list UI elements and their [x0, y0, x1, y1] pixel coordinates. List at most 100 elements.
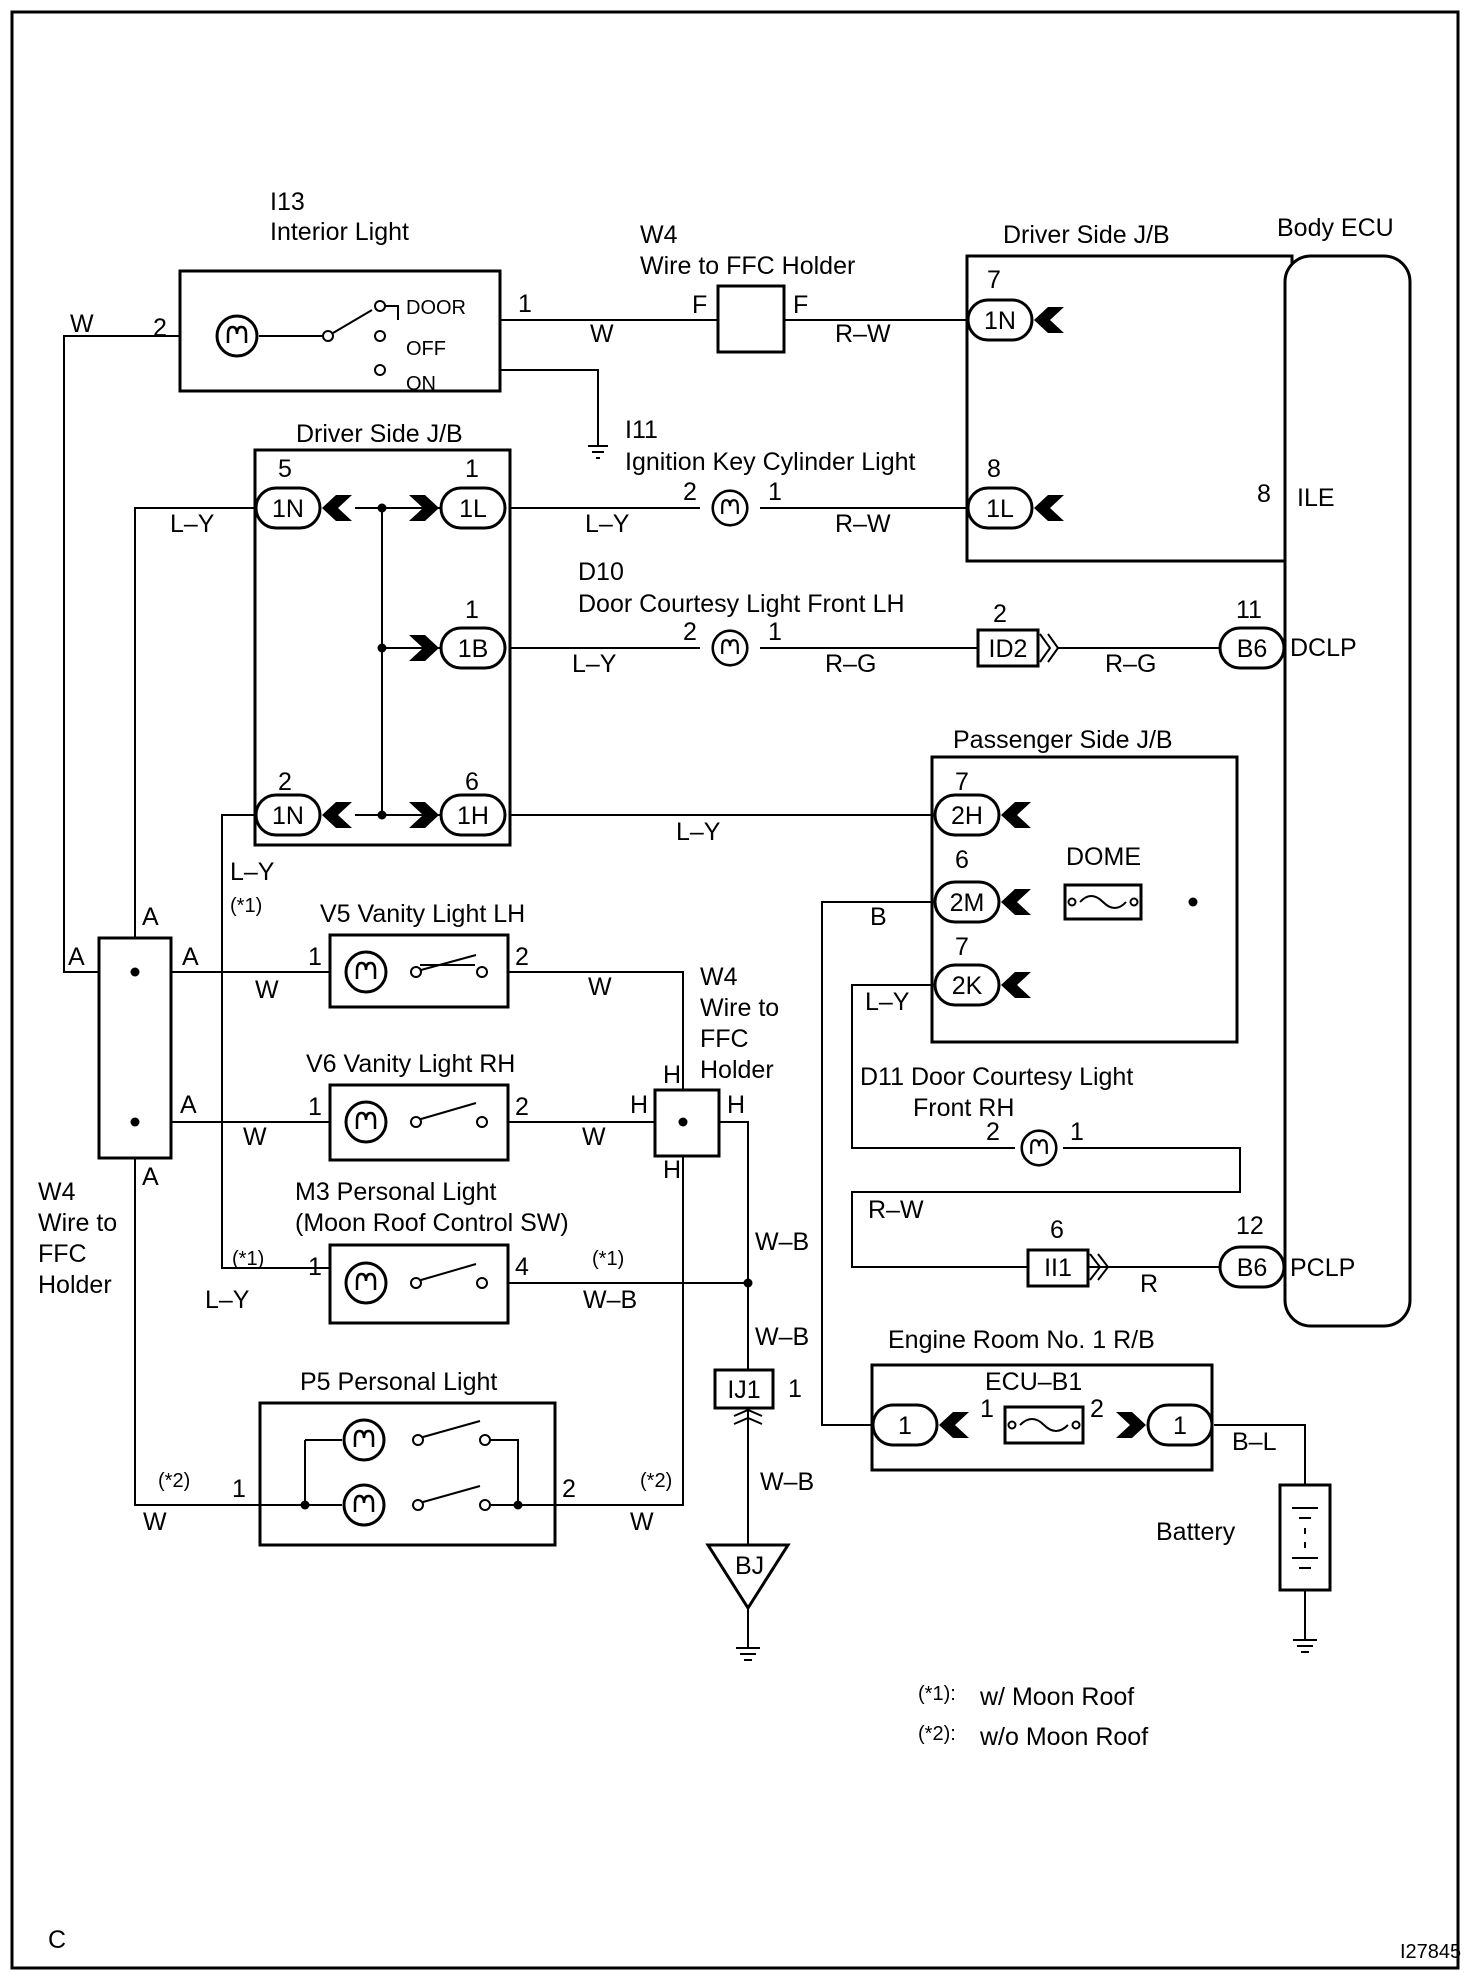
- i13-name: Interior Light: [270, 218, 409, 246]
- i13-interior-light: DOOR OFF ON: [178, 269, 502, 395]
- component-labels: I13 Interior Light W4 Wire to FFC Holder…: [38, 188, 1394, 1580]
- connector-ij1-label: IJ1: [727, 1376, 760, 1404]
- v5-label: V5 Vanity Light LH: [320, 900, 525, 928]
- w4-left-code: W4: [38, 1178, 76, 1206]
- wire-color: W–B: [755, 1323, 809, 1351]
- connector-label: B6: [1237, 1254, 1268, 1282]
- wire-color: R: [1140, 1270, 1158, 1298]
- pin: 11: [1236, 596, 1262, 624]
- pin: 7: [987, 266, 1001, 294]
- connector-c1b: 1B: [409, 626, 507, 670]
- pin: H: [727, 1091, 745, 1119]
- wire-color: W–B: [760, 1468, 814, 1496]
- w4-left-l2: FFC: [38, 1240, 87, 1268]
- pin: 2: [278, 768, 292, 796]
- wire-color: R–W: [835, 510, 891, 538]
- pin: 1: [518, 290, 532, 318]
- wire-color: W–B: [755, 1228, 809, 1256]
- pin: 1: [768, 478, 782, 506]
- connector-label: 1N: [984, 307, 1016, 335]
- i11-bulb-icon: [711, 489, 749, 527]
- pin: 2: [683, 478, 697, 506]
- pin: 2: [515, 1093, 529, 1121]
- pin: H: [663, 1061, 681, 1089]
- wire-color: W: [143, 1508, 167, 1536]
- pin: 7: [955, 933, 969, 961]
- connector-label: 1N: [272, 495, 304, 523]
- er-rb-label: Engine Room No. 1 R/B: [888, 1326, 1155, 1354]
- option-marker: (*1): [232, 1248, 264, 1270]
- connector-label: 1: [1173, 1412, 1187, 1440]
- djb-mid-label: Driver Side J/B: [296, 420, 463, 448]
- pin: 1: [1070, 1118, 1084, 1146]
- wire-color: W: [588, 973, 612, 1001]
- corner-code: C: [48, 1926, 66, 1954]
- connector-label: 1N: [272, 802, 304, 830]
- ile-terminal: ILE: [1297, 484, 1335, 512]
- connector-b6_bot: B6: [1218, 1245, 1286, 1289]
- wire-color: W: [582, 1123, 606, 1151]
- pin: A: [142, 903, 159, 931]
- w4-h-connector: [653, 1088, 721, 1158]
- connector-c2k: 2K: [933, 963, 1031, 1007]
- option-marker: (*2): [640, 1470, 672, 1492]
- w4-top-connector: [716, 284, 786, 354]
- wire-color: B–L: [1232, 1428, 1277, 1456]
- switch-off: OFF: [406, 338, 446, 360]
- bj-label: BJ: [735, 1552, 764, 1580]
- connector-label: 2K: [952, 972, 983, 1000]
- d10-code: D10: [578, 558, 624, 586]
- pin: H: [630, 1091, 648, 1119]
- ij1-connector: [713, 1368, 775, 1410]
- wire-color: R–W: [835, 320, 891, 348]
- w4-mid-l1: Wire to: [700, 994, 779, 1022]
- wire-color: W: [70, 310, 94, 338]
- p5-personal-light: [258, 1401, 557, 1547]
- w4-left-l3: Holder: [38, 1271, 112, 1299]
- connector-label: B6: [1237, 635, 1268, 663]
- wire-color: R–W: [868, 1196, 924, 1224]
- bulb-icon: [344, 1261, 388, 1305]
- v5-vanity-light: [328, 933, 510, 1009]
- pin: 1: [308, 1093, 322, 1121]
- wire-color: L–Y: [585, 510, 630, 538]
- pin: 8: [987, 455, 1001, 483]
- w4-mid-code: W4: [700, 963, 738, 991]
- connector-label: 1L: [459, 495, 487, 523]
- connector-c1n_b: 1N: [254, 793, 352, 837]
- bulb-icon: [215, 314, 259, 358]
- connector-c1l: 1L: [409, 486, 507, 530]
- pin: 1: [465, 596, 479, 624]
- pin: 2: [993, 600, 1007, 628]
- w4-mid-l3: Holder: [700, 1056, 774, 1084]
- bulb-icon: [344, 950, 388, 994]
- pin: 6: [1050, 1216, 1064, 1244]
- dclp-terminal: DCLP: [1290, 634, 1357, 662]
- pin: 12: [1236, 1212, 1264, 1240]
- switch-door: DOOR: [406, 297, 466, 319]
- pin: F: [793, 291, 808, 319]
- pin: 2: [986, 1118, 1000, 1146]
- bulb-icon: [344, 1100, 388, 1144]
- legend-key: (*1):: [918, 1683, 956, 1705]
- connector-id2-label: ID2: [989, 635, 1028, 663]
- m3-personal-light: [328, 1243, 510, 1325]
- connector-c2h: 2H: [933, 793, 1031, 837]
- legend: (*1): w/ Moon Roof (*2): w/o Moon Roof: [918, 1683, 1148, 1751]
- battery-label: Battery: [1156, 1518, 1236, 1546]
- p5-label: P5 Personal Light: [300, 1368, 497, 1396]
- connector-ii1-label: II1: [1044, 1254, 1072, 1282]
- connector-label: 1: [898, 1412, 912, 1440]
- wire-color: R–G: [1105, 650, 1156, 678]
- wire-color: B: [870, 903, 887, 931]
- option-marker: (*1): [230, 895, 262, 917]
- connector-c1n_top: 1N: [966, 298, 1064, 342]
- pin: 6: [955, 846, 969, 874]
- w4-left-l1: Wire to: [38, 1209, 117, 1237]
- wire-color: L–Y: [170, 510, 215, 538]
- wire-color: L–Y: [865, 988, 910, 1016]
- bulb-icon: [342, 1483, 386, 1527]
- pin: A: [142, 1163, 159, 1191]
- d11-bulb-icon: [1020, 1129, 1058, 1167]
